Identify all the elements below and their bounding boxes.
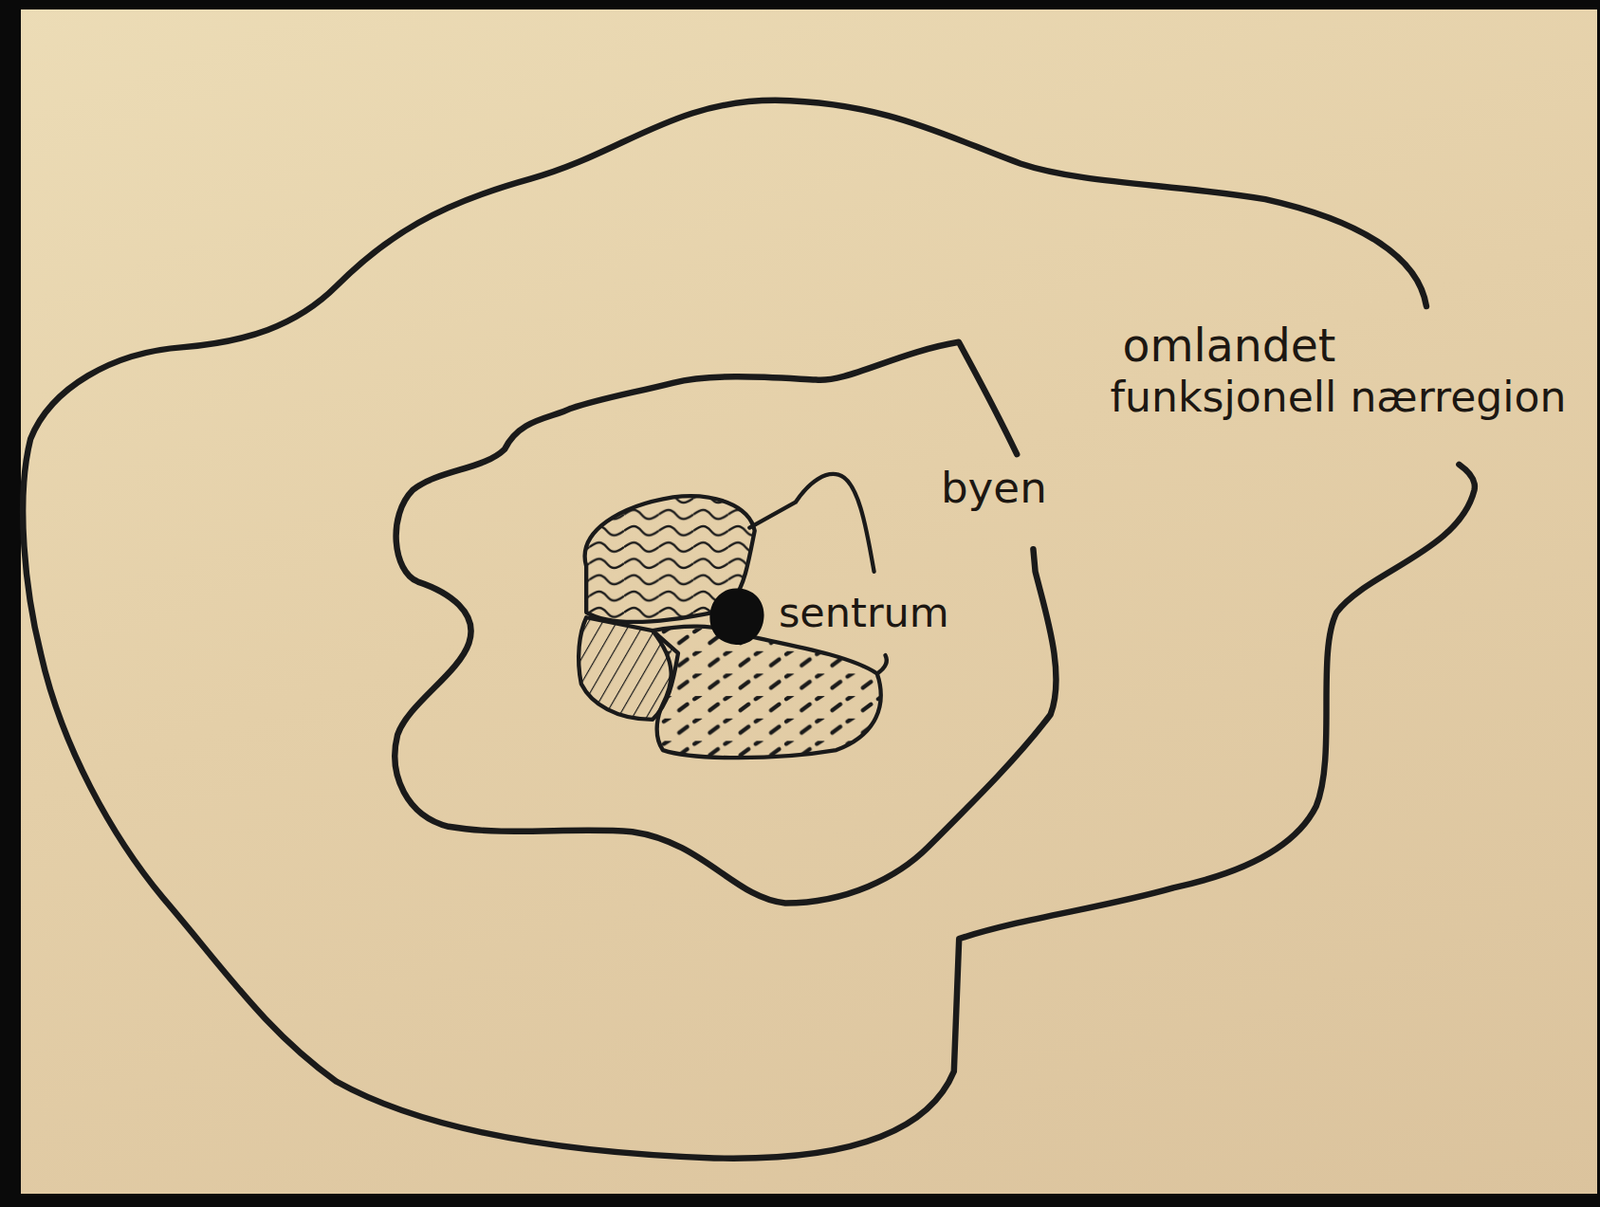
city-outline: byen sentrum [382,331,1061,914]
centre-boundary [750,474,875,572]
region-label: omlandet [1121,322,1336,370]
city-outline-path [395,341,1057,903]
region-label: byen [940,465,1048,511]
region-label: sentrum [778,591,950,635]
dashed-district [653,625,883,758]
centre-dot [710,588,765,645]
centre-boundary [877,655,887,674]
centre-marker: sentrum [703,581,959,653]
region-outline: omlandetfunksjonell nærregionbyensentrum [15,90,1485,1169]
region-label: funksjonell nærregion [1110,375,1567,420]
region-outline-path [22,99,1475,1159]
